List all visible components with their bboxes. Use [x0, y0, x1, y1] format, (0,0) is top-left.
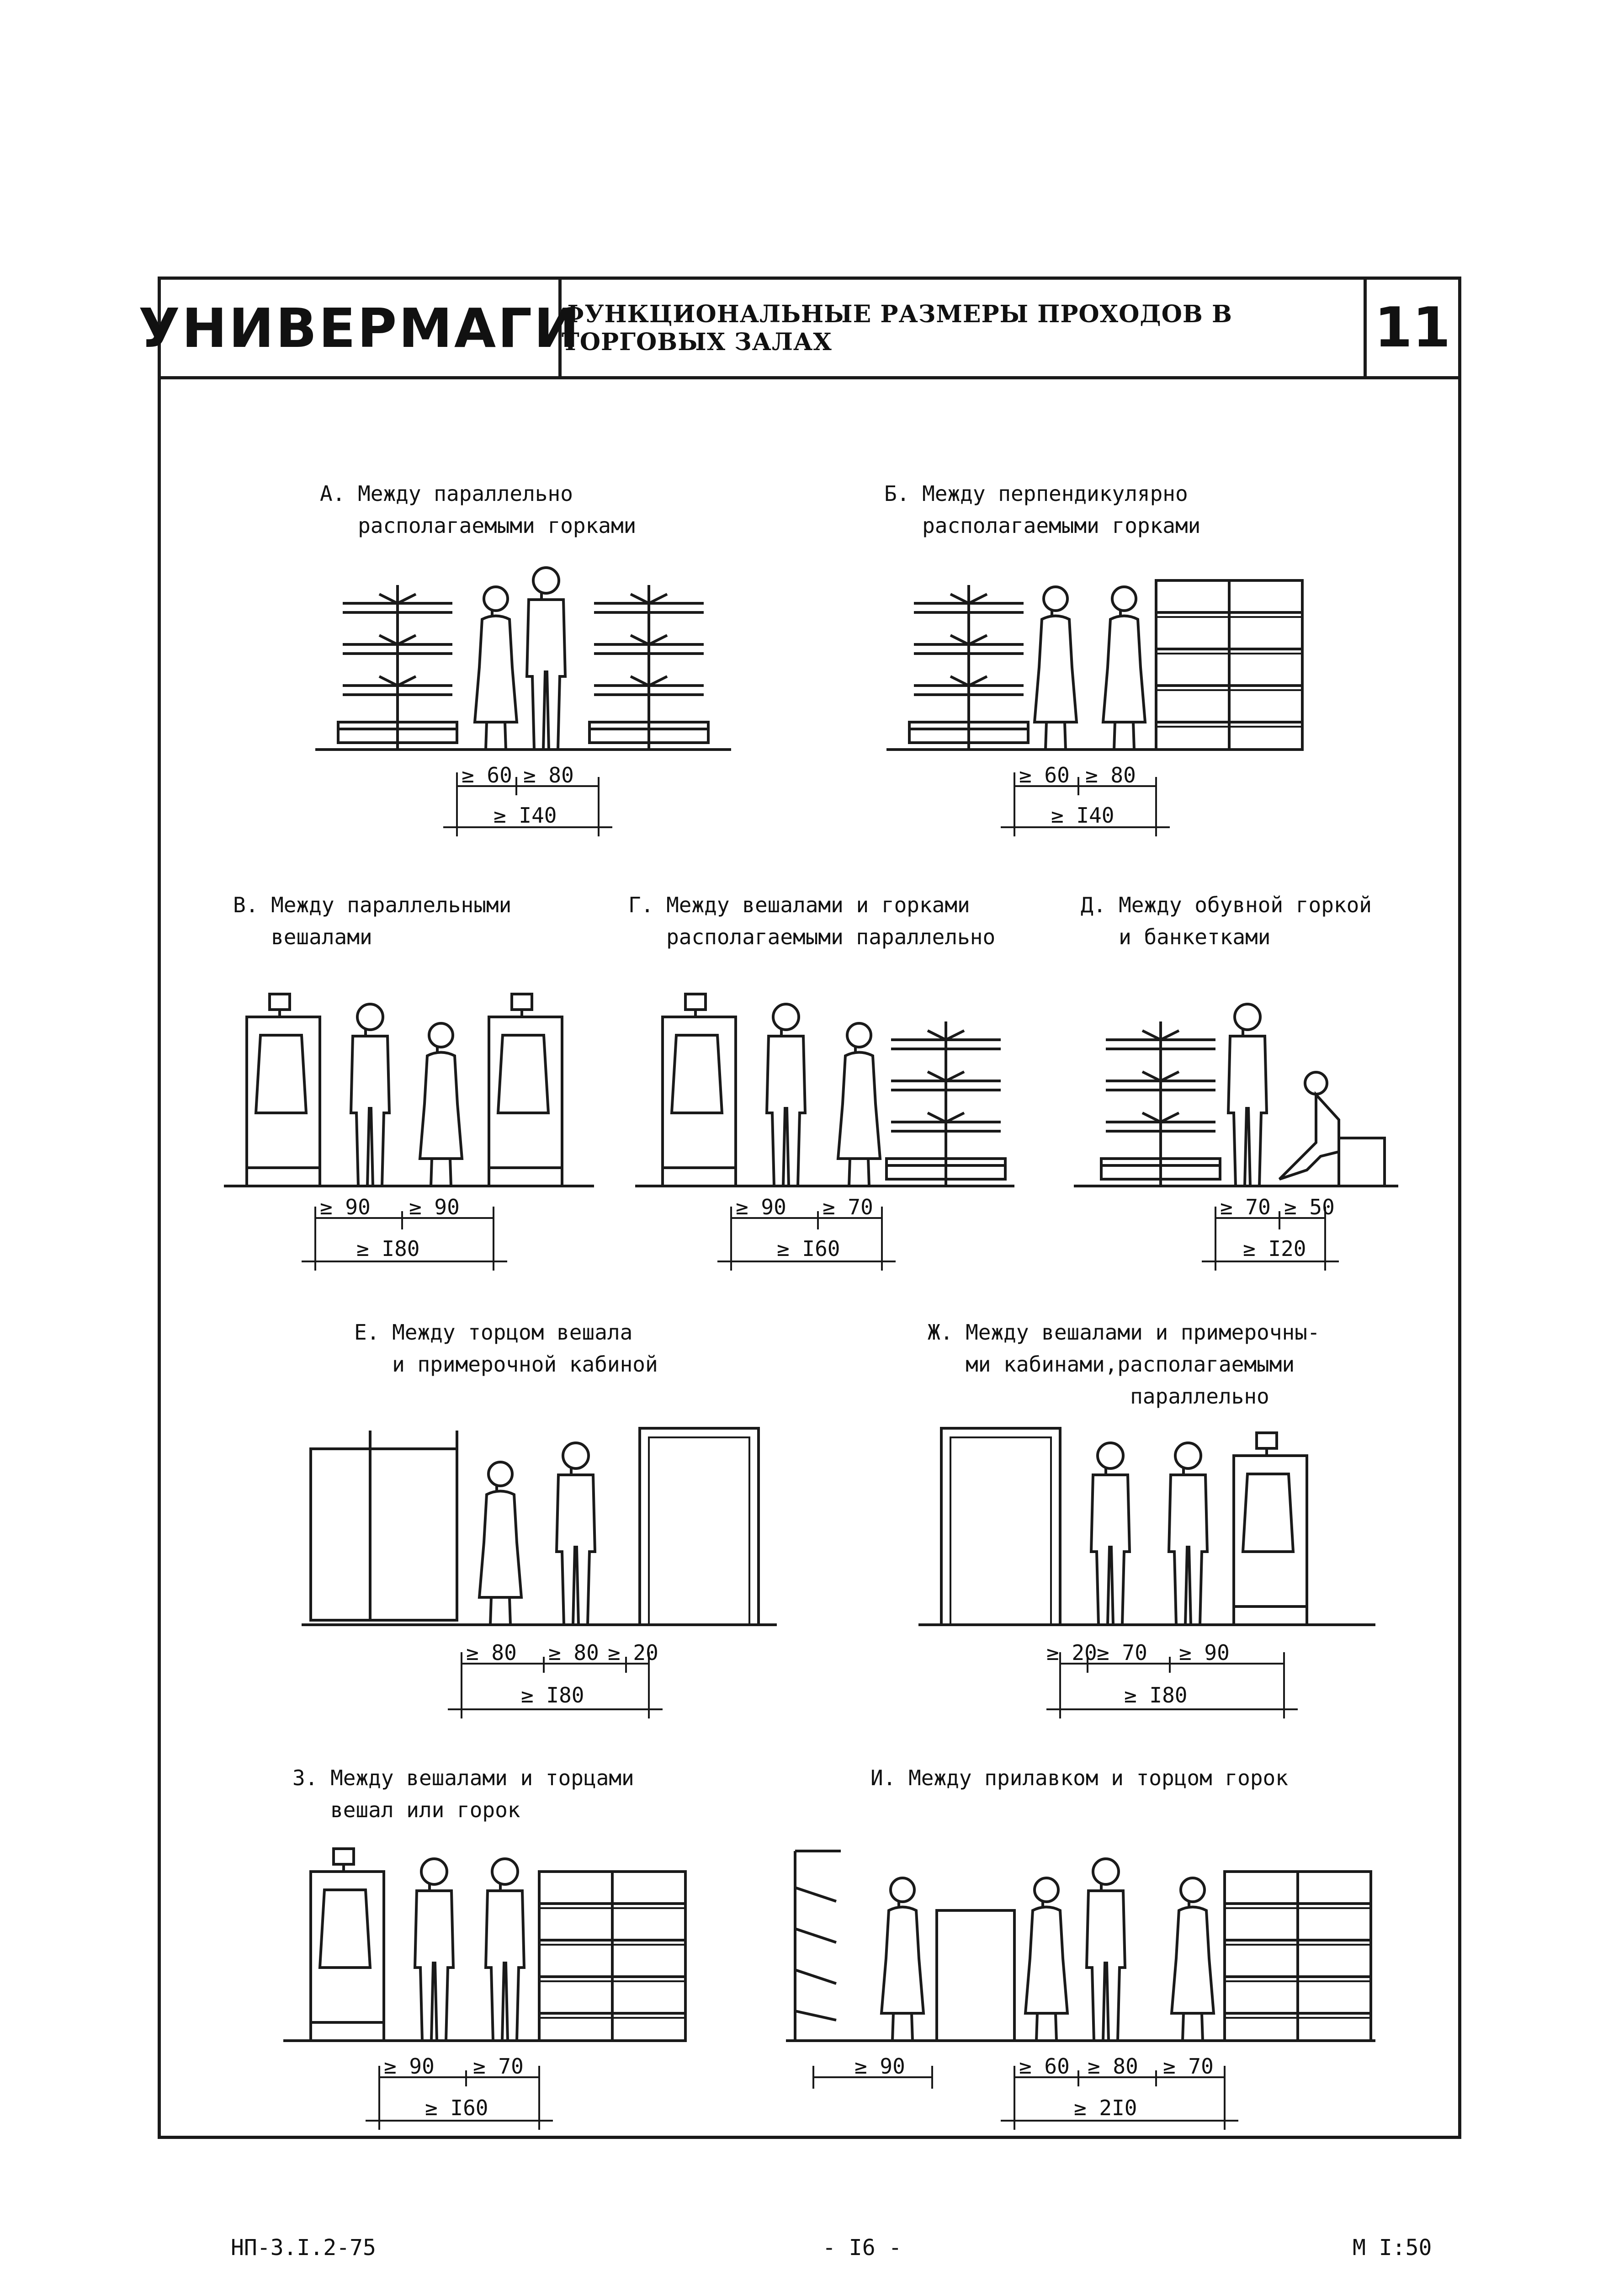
sheet-title: ФУНКЦИОНАЛЬНЫЕ РАЗМЕРЫ ПРОХОДОВ В ТОРГОВ… — [562, 280, 1367, 376]
dim-zh-3: ≥ 90 — [1179, 1640, 1230, 1665]
page-number: - I6 - — [823, 2235, 902, 2261]
dim-d-1: ≥ 70 — [1220, 1195, 1271, 1219]
caption-zh: Ж. Между вешалами и примерочны- ми кабин… — [928, 1320, 1320, 1409]
dim-z-total: ≥ I60 — [425, 2096, 488, 2120]
document-code: НП-3.I.2-75 — [231, 2235, 376, 2261]
dim-b-1: ≥ 60 — [1019, 763, 1070, 787]
dim-a-total: ≥ I40 — [494, 803, 557, 828]
dim-i-3: ≥ 80 — [1088, 2054, 1138, 2079]
dim-e-3: ≥ 20 — [608, 1640, 658, 1665]
caption-g: Г. Между вешалами и горками располагаемы… — [628, 893, 996, 949]
diagram-g — [635, 994, 1014, 1271]
dim-b-total: ≥ I40 — [1051, 803, 1114, 828]
diagram-d — [1074, 1004, 1398, 1271]
dim-a-1: ≥ 60 — [462, 763, 512, 787]
dim-g-total: ≥ I60 — [777, 1236, 840, 1261]
dim-e-1: ≥ 80 — [466, 1640, 517, 1665]
dim-v-1: ≥ 90 — [320, 1195, 371, 1219]
caption-v: В. Между параллельными вешалами — [233, 893, 512, 949]
dim-g-2: ≥ 70 — [823, 1195, 873, 1219]
dim-g-1: ≥ 90 — [736, 1195, 786, 1219]
dim-v-2: ≥ 90 — [409, 1195, 460, 1219]
caption-i: И. Между прилавком и торцом горок — [870, 1766, 1288, 1790]
sheet-number: 11 — [1374, 296, 1451, 360]
dim-i-2: ≥ 60 — [1019, 2054, 1070, 2079]
caption-e: Е. Между торцом вешала и примерочной каб… — [354, 1320, 658, 1377]
brand-title: УНИВЕРМАГИ — [138, 280, 579, 376]
caption-d: Д. Между обувной горкой и банкетками — [1081, 893, 1372, 949]
dim-zh-total: ≥ I80 — [1124, 1683, 1187, 1708]
caption-a: А. Между параллельно располагаемыми горк… — [320, 481, 637, 538]
diagram-a — [315, 568, 731, 836]
caption-b: Б. Между перпендикулярно располагаемыми … — [884, 481, 1201, 538]
drawing-scale: М I:50 — [1353, 2235, 1432, 2261]
dim-i-1: ≥ 90 — [854, 2054, 905, 2079]
dim-d-total: ≥ I20 — [1243, 1236, 1306, 1261]
diagram-e — [302, 1428, 777, 1718]
dim-i-4: ≥ 70 — [1163, 2054, 1214, 2079]
diagram-i — [786, 1850, 1375, 2130]
diagram-zh — [918, 1428, 1375, 1718]
dim-d-2: ≥ 50 — [1284, 1195, 1335, 1219]
dim-z-2: ≥ 70 — [473, 2054, 524, 2079]
caption-z: З. Между вешалами и торцами вешал или го… — [292, 1766, 634, 1822]
dim-zh-2: ≥ 70 — [1097, 1640, 1147, 1665]
title-block: УНИВЕРМАГИ ФУНКЦИОНАЛЬНЫЕ РАЗМЕРЫ ПРОХОД… — [138, 277, 1461, 379]
dim-z-1: ≥ 90 — [384, 2054, 435, 2079]
diagram-z — [283, 1849, 685, 2130]
dim-v-total: ≥ I80 — [356, 1236, 419, 1261]
dim-i-total: ≥ 2I0 — [1074, 2096, 1137, 2120]
dim-a-2: ≥ 80 — [523, 763, 574, 787]
dim-zh-1: ≥ 20 — [1046, 1640, 1097, 1665]
dim-b-2: ≥ 80 — [1085, 763, 1136, 787]
dim-e-2: ≥ 80 — [548, 1640, 599, 1665]
diagram-v — [224, 994, 594, 1271]
dim-e-total: ≥ I80 — [521, 1683, 584, 1708]
diagram-b — [886, 580, 1302, 836]
